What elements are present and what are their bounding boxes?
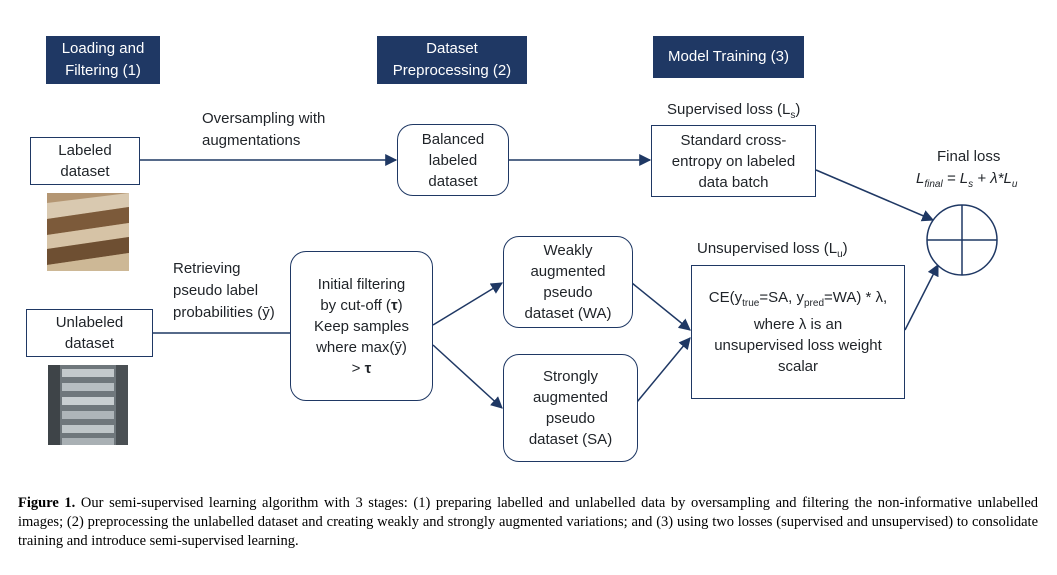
supervised-loss-label: Supervised loss (Ls)	[667, 101, 801, 121]
initial-filtering-box: Initial filtering by cut-off (τ) Keep sa…	[290, 251, 433, 401]
caption-text: Our semi-supervised learning algorithm w…	[18, 495, 1038, 549]
arrow-unsup-to-sum	[904, 263, 939, 331]
stage-header-2: Dataset Preprocessing (2)	[377, 36, 527, 84]
retrieving-label: Retrieving pseudo label probabilities (ȳ…	[173, 260, 275, 321]
final-loss-label: Final loss	[937, 148, 1001, 165]
unlabeled-sample-image	[48, 365, 128, 445]
figure-caption: Figure 1. Our semi-supervised learning a…	[18, 494, 1038, 551]
filter-line-2b: )	[397, 296, 403, 314]
stage-header-3: Model Training (3)	[653, 36, 804, 78]
labeled-sample-image	[47, 193, 129, 271]
wooden-stairs-icon	[47, 193, 129, 271]
caption-label: Figure 1.	[18, 495, 76, 511]
labeled-dataset-box: Labeled dataset	[30, 137, 140, 185]
tau-symbol-2: τ	[364, 359, 372, 377]
arrow-filter-to-strong	[432, 344, 503, 409]
weakly-augmented-box: Weakly augmented pseudo dataset (WA)	[503, 236, 633, 328]
filter-line-4: where max(ȳ)	[316, 338, 407, 356]
filter-line-3: Keep samples	[313, 317, 410, 335]
supervised-loss-box: Standard cross- entropy on labeled data …	[651, 125, 816, 197]
filter-line-2a: by cut-off (	[320, 296, 391, 314]
unlabeled-dataset-box: Unlabeled dataset	[26, 309, 153, 357]
arrow-supervised-to-sum	[815, 169, 935, 222]
oversampling-label: Oversampling with augmentations	[202, 110, 326, 149]
ce-formula-line: CE(ytrue=SA, ypred=WA) * λ,	[708, 289, 888, 309]
arrow-filter-to-weak	[432, 282, 504, 326]
balanced-dataset-box: Balanced labeled dataset	[397, 124, 509, 196]
strongly-augmented-box: Strongly augmented pseudo dataset (SA)	[503, 354, 638, 462]
ce-description: where λ is an unsupervised loss weight s…	[714, 316, 882, 375]
arrow-strong-to-unsup	[636, 337, 691, 403]
arrow-weak-to-unsup	[631, 282, 691, 331]
filter-line-5: >	[351, 359, 365, 377]
unsupervised-loss-label: Unsupervised loss (Lu)	[697, 240, 848, 260]
filter-line-1: Initial filtering	[317, 275, 406, 293]
metal-stairs-icon	[48, 365, 128, 445]
unsupervised-loss-box: CE(ytrue=SA, ypred=WA) * λ, where λ is a…	[691, 265, 905, 399]
sum-node	[926, 204, 998, 276]
tau-symbol: τ	[390, 296, 398, 314]
final-loss-formula: Lfinal = Ls + λ*Lu	[916, 170, 1018, 190]
stage-header-1: Loading and Filtering (1)	[46, 36, 160, 84]
